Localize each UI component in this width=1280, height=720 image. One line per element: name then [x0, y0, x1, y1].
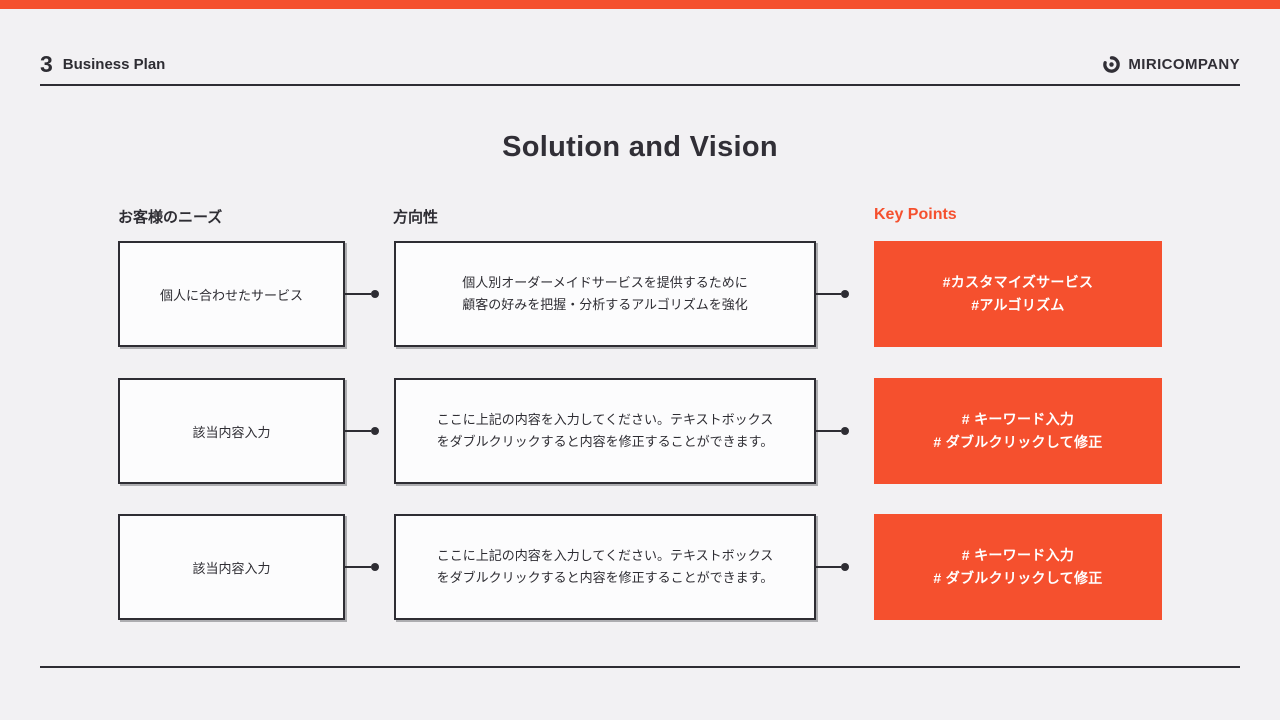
brand-name: MIRICOMPANY [1128, 55, 1240, 73]
direction-text-line2: をダブルクリックすると内容を修正することができます。 [436, 570, 774, 585]
need-textbox[interactable]: 該当内容入力 [118, 378, 345, 484]
need-text: 個人に合わせたサービス [159, 287, 303, 303]
tag-line2: #アルゴリズム [971, 297, 1065, 313]
direction-textbox[interactable]: ここに上記の内容を入力してください。テキストボックス をダブルクリックすると内容… [394, 378, 816, 484]
keypoints-tagbox[interactable]: # キーワード入力 # ダブルクリックして修正 [874, 378, 1162, 484]
connector-line-dot [345, 563, 379, 571]
connector-line-dot [816, 290, 849, 298]
slide-header: 3 Business Plan MIRICOMPANY [40, 44, 1240, 86]
column-header-direction: 方向性 [393, 209, 439, 226]
direction-text-line1: ここに上記の内容を入力してください。テキストボックス [436, 548, 774, 563]
page-title: Solution and Vision [502, 131, 778, 163]
need-textbox[interactable]: 該当内容入力 [118, 514, 345, 620]
keypoints-tagbox[interactable]: #カスタマイズサービス #アルゴリズム [874, 241, 1162, 347]
flow-row-3: 該当内容入力 ここに上記の内容を入力してください。テキストボックス をダブルクリ… [0, 514, 1280, 620]
tag-line1: #カスタマイズサービス [942, 274, 1094, 290]
need-text: 該当内容入力 [192, 424, 271, 440]
tag-line2: # ダブルクリックして修正 [933, 570, 1103, 586]
direction-textbox[interactable]: ここに上記の内容を入力してください。テキストボックス をダブルクリックすると内容… [394, 514, 816, 620]
column-header-needs: お客様のニーズ [118, 209, 223, 226]
connector-line-dot [816, 427, 849, 435]
brand-logo: MIRICOMPANY [1102, 55, 1240, 74]
direction-text-line1: 個人別オーダーメイドサービスを提供するために [462, 275, 748, 290]
keypoints-tagbox[interactable]: # キーワード入力 # ダブルクリックして修正 [874, 514, 1162, 620]
header-left: 3 Business Plan [40, 51, 165, 78]
direction-text-line2: をダブルクリックすると内容を修正することができます。 [436, 434, 774, 449]
connector-line-dot [816, 563, 849, 571]
footer-divider [40, 666, 1240, 668]
tag-line2: # ダブルクリックして修正 [933, 434, 1103, 450]
flow-row-2: 該当内容入力 ここに上記の内容を入力してください。テキストボックス をダブルクリ… [0, 378, 1280, 484]
tag-line1: # キーワード入力 [961, 411, 1075, 427]
direction-textbox[interactable]: 個人別オーダーメイドサービスを提供するために 顧客の好みを把握・分析するアルゴリ… [394, 241, 816, 347]
swirl-target-icon [1103, 55, 1121, 73]
section-title: Business Plan [62, 55, 166, 73]
direction-text-line2: 顧客の好みを把握・分析するアルゴリズムを強化 [462, 297, 748, 312]
column-header-keypoints: Key Points [874, 206, 957, 223]
accent-top-bar [0, 0, 1280, 9]
need-text: 該当内容入力 [192, 560, 271, 576]
flow-row-1: 個人に合わせたサービス 個人別オーダーメイドサービスを提供するために 顧客の好み… [0, 241, 1280, 347]
need-textbox[interactable]: 個人に合わせたサービス [118, 241, 345, 347]
direction-text-line1: ここに上記の内容を入力してください。テキストボックス [436, 412, 774, 427]
connector-line-dot [345, 427, 379, 435]
connector-line-dot [345, 290, 379, 298]
page-number: 3 [40, 50, 53, 77]
tag-line1: # キーワード入力 [961, 547, 1075, 563]
